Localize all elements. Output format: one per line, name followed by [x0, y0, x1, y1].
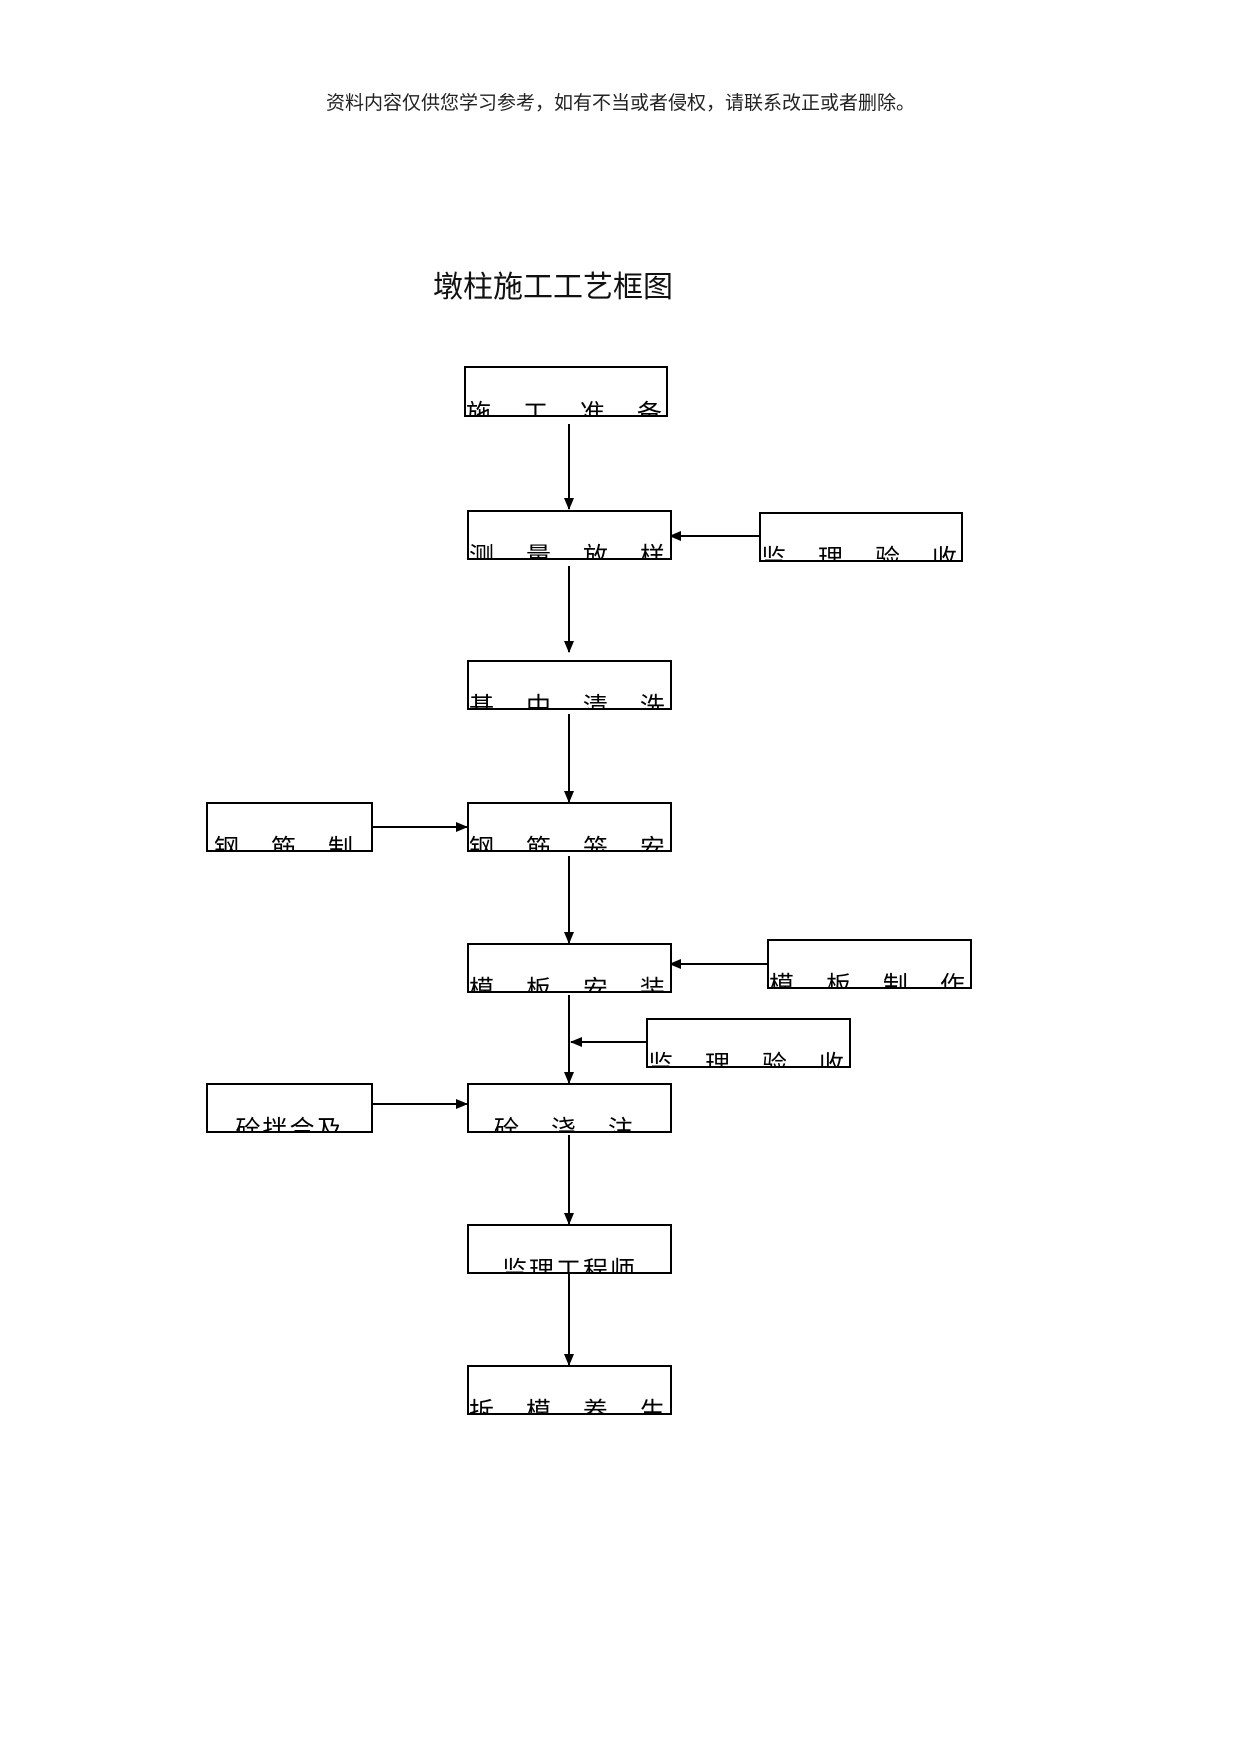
node-formwork-install-label: 模 板 安 装: [469, 975, 672, 993]
node-rebar-make-label: 钢 筋 制: [214, 834, 365, 852]
node-supervision-check-1-label: 监 理 验 收: [761, 544, 963, 562]
node-supervision-check-1: 监 理 验 收: [759, 512, 963, 562]
node-concrete-pour-label: 砼 浇 注: [494, 1115, 645, 1133]
node-rebar-install: 钢 筋 笼 安: [467, 802, 672, 852]
node-concrete-mix: 砼拌合及: [206, 1083, 373, 1133]
node-formwork-install: 模 板 安 装: [467, 943, 672, 993]
node-rebar-make: 钢 筋 制: [206, 802, 373, 852]
node-base-clean-label: 基 中 清 洗: [469, 692, 672, 710]
node-base-clean: 基 中 清 洗: [467, 660, 672, 710]
node-demold-cure: 拆 模 养 生: [467, 1365, 672, 1415]
node-supervision-engineer: 监理工程师: [467, 1224, 672, 1274]
diagram-title: 墩柱施工工艺框图: [433, 270, 673, 305]
node-formwork-make-label: 模 板 制 作: [769, 971, 972, 989]
node-concrete-mix-label: 砼拌合及: [235, 1115, 344, 1133]
node-supervision-check-2: 监 理 验 收: [646, 1018, 851, 1068]
node-formwork-make: 模 板 制 作: [767, 939, 972, 989]
node-concrete-pour: 砼 浇 注: [467, 1083, 672, 1133]
node-construction-prep: 施 工 准 备: [464, 366, 668, 417]
header-note: 资料内容仅供您学习参考，如有不当或者侵权，请联系改正或者删除。: [325, 92, 915, 114]
node-survey-layout: 测 量 放 样: [467, 510, 672, 560]
node-demold-cure-label: 拆 模 养 生: [469, 1397, 672, 1415]
node-rebar-install-label: 钢 筋 笼 安: [469, 834, 672, 852]
node-supervision-check-2-label: 监 理 验 收: [648, 1050, 851, 1068]
node-construction-prep-label: 施 工 准 备: [466, 399, 668, 417]
node-supervision-engineer-label: 监理工程师: [501, 1256, 637, 1274]
node-survey-layout-label: 测 量 放 样: [469, 542, 672, 560]
